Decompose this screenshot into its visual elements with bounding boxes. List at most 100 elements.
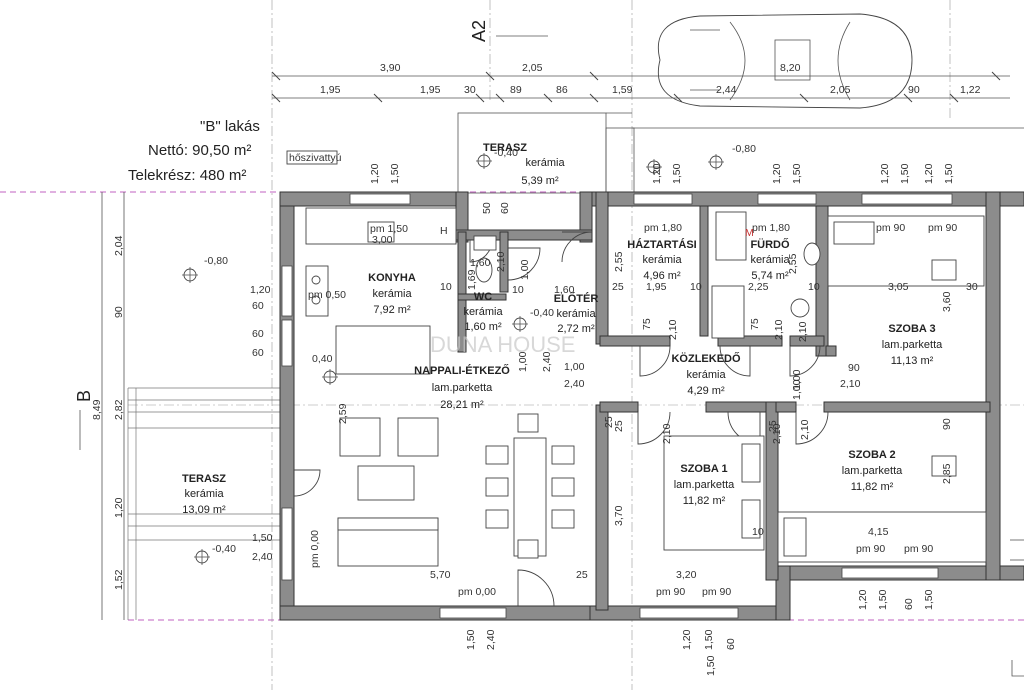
dim-label: 2,25 [748, 281, 769, 293]
level-label: -0,80 [732, 143, 756, 155]
room-name-nappali: NAPPALI-ÉTKEZŐ [414, 364, 510, 377]
dim-label: 3,60 [941, 291, 953, 312]
dim-label: 25 [603, 416, 615, 428]
room-name-terasz-top: TERASZ [483, 142, 527, 154]
dim-label: pm 90 [656, 586, 685, 598]
dim-label: 30 [966, 281, 978, 293]
dim-label: 2,10 [797, 321, 809, 342]
dim-label: 1,20 [681, 629, 693, 650]
dim-label: 2,10 [799, 419, 811, 440]
dim-label: 60 [252, 347, 264, 359]
dim-label: 1,20 [113, 497, 125, 518]
dim-label: 1,95 [646, 281, 667, 293]
dim-label: 10 [440, 281, 452, 293]
dim-label: 90 [113, 306, 125, 318]
level-label: -0,80 [204, 255, 228, 267]
dim-label: 1,20 [250, 284, 271, 296]
dim-label: 1,20 [857, 589, 869, 610]
dim-label: 2,04 [113, 235, 125, 256]
room-name-wc: WC [474, 291, 492, 303]
dim-label: pm 0,00 [309, 530, 321, 568]
terrace-pergola [127, 387, 282, 620]
dim-label: 1,50 [705, 655, 717, 676]
dim-label: 2,44 [716, 84, 737, 96]
room-area-terasz-top: 5,39 m² [521, 175, 559, 187]
dim-label: 1,50 [703, 629, 715, 650]
car-drawing [657, 13, 913, 109]
dim-label: 50 [481, 202, 493, 214]
dim-label: pm 90 [904, 543, 933, 555]
room-name-szoba3: SZOBA 3 [888, 323, 935, 335]
dim-label: 0,40 [312, 353, 333, 365]
room-area-kozlekedo: 4,29 m² [687, 385, 725, 397]
dim-label: 4,15 [868, 526, 889, 538]
dim-label: 1,50 [671, 163, 683, 184]
room-floor-terasz-left: kerámia [184, 488, 224, 500]
room-area-terasz-left: 13,09 m² [182, 504, 226, 516]
dim-label: 90 [848, 362, 860, 374]
heat-pump-label: hőszivattyú [289, 152, 342, 164]
dim-label: 1,59 [612, 84, 633, 96]
dim-label: 60 [252, 328, 264, 340]
dim-label: 3,05 [888, 281, 909, 293]
room-floor-kozlekedo: kerámia [686, 369, 726, 381]
dim-label: 1,50 [465, 629, 477, 650]
room-name-szoba2: SZOBA 2 [848, 449, 895, 461]
dim-label: pm 1,80 [752, 222, 790, 234]
apartment-title: "B" lakás [200, 118, 260, 135]
room-floor-wc: kerámia [463, 306, 503, 318]
dim-label: 60 [725, 638, 737, 650]
dim-label: 1,00 [519, 259, 531, 280]
room-name-eloter: ELŐTÉR [554, 292, 599, 305]
dim-label: 10 [808, 281, 820, 293]
room-labels: TERASZ kerámia 5,39 m² KONYHA kerámia 7,… [182, 142, 943, 516]
dim-label: 1,60 [554, 284, 575, 296]
dim-label: 1,60 [470, 257, 491, 269]
dim-label: pm 0,50 [308, 289, 346, 301]
top-dimensions: 3,90 2,05 8,20 1,95 1,95 30 89 86 1,59 2… [271, 62, 1010, 103]
room-name-haztartasi: HÁZTARTÁSI [627, 238, 696, 251]
dim-label: 1,00 [791, 379, 803, 400]
dim-label: 3,00 [372, 234, 393, 246]
dim-label: 1,50 [791, 163, 803, 184]
dim-label: 60 [903, 598, 915, 610]
dim-label: 1,20 [771, 163, 783, 184]
dim-label: 1,50 [899, 163, 911, 184]
dim-label: 25 [576, 569, 588, 581]
furniture [305, 207, 987, 567]
dim-label: 1,95 [320, 84, 341, 96]
dim-label: 2,40 [252, 551, 273, 563]
room-area-furdo: 5,74 m² [751, 270, 789, 282]
dim-label: 1,20 [651, 163, 663, 184]
dim-label: 5,70 [430, 569, 451, 581]
room-area-szoba2: 11,82 m² [851, 481, 894, 493]
net-area-label: Nettó: 90,50 m² [148, 142, 251, 159]
dim-label: 30 [464, 84, 476, 96]
room-name-terasz-left: TERASZ [182, 473, 226, 485]
room-name-konyha: KONYHA [368, 272, 416, 284]
dim-label: 90 [908, 84, 920, 96]
dim-label: 89 [510, 84, 522, 96]
dim-label: H [440, 225, 448, 237]
dim-label: 1,20 [879, 163, 891, 184]
dim-label: 1,50 [943, 163, 955, 184]
dim-label: pm 90 [702, 586, 731, 598]
dim-label: 2,10 [773, 319, 785, 340]
dim-label: pm 90 [856, 543, 885, 555]
dim-label: 10 [752, 526, 764, 538]
room-floor-konyha: kerámia [372, 288, 412, 300]
dim-label: 25 [613, 420, 625, 432]
room-name-furdo: FÜRDŐ [750, 238, 790, 251]
dim-label: 2,55 [787, 253, 799, 274]
dim-label: 2,10 [840, 378, 861, 390]
room-floor-furdo: kerámia [750, 254, 790, 266]
room-area-szoba3: 11,13 m² [891, 355, 934, 367]
doors [293, 231, 829, 607]
watermark-text: DUNA HOUSE [430, 332, 575, 357]
room-area-konyha: 7,92 m² [373, 304, 411, 316]
room-floor-haztartasi: kerámia [642, 254, 682, 266]
terrace-edge [605, 127, 635, 193]
windows [281, 193, 953, 619]
dim-label: 25 [767, 420, 779, 432]
